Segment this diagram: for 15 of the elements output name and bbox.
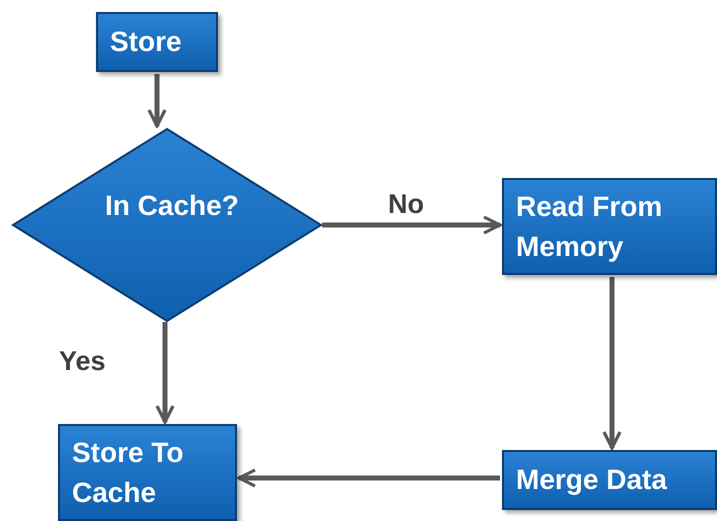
decision-diamond [12, 128, 322, 322]
node-label: Merge Data [516, 463, 667, 497]
arrow [237, 468, 500, 488]
arrow [155, 322, 175, 424]
node-label: Store [110, 25, 182, 59]
arrow [147, 74, 167, 128]
arrow [322, 215, 502, 235]
process-box [96, 12, 218, 72]
node-label: Store To Cache [72, 436, 184, 510]
process-box [502, 178, 717, 275]
process-box [502, 450, 717, 510]
node-label: In Cache? [105, 189, 240, 223]
process-box [58, 424, 237, 521]
arrow [602, 277, 622, 450]
node-label: Read From Memory [516, 190, 664, 264]
